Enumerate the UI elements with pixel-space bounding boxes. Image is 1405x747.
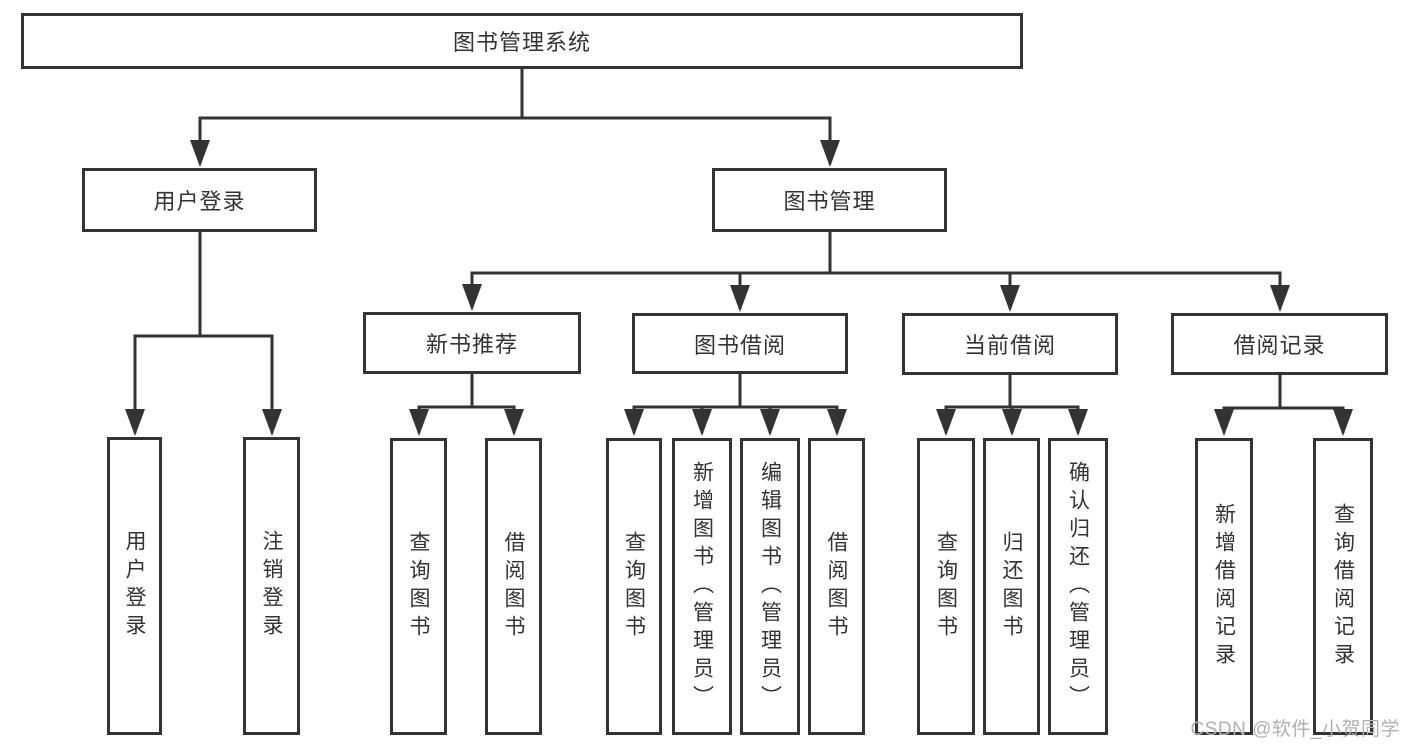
arrowhead-icon: [692, 409, 712, 436]
leaf-record-query-label: 查询借阅记录: [1331, 502, 1355, 671]
leaf-current-confirm-admin: 确认归还（管理员）: [1048, 438, 1108, 735]
arrowhead-icon: [1000, 285, 1020, 312]
connectors-new-book-branch: [409, 374, 524, 436]
node-book-borrow: 图书借阅: [632, 313, 848, 374]
connectors-user-login-branch: [125, 232, 282, 436]
node-book-mgmt: 图书管理: [712, 168, 947, 232]
leaf-newbook-borrow-label: 借阅图书: [502, 530, 525, 643]
leaf-newbook-borrow: 借阅图书: [485, 438, 542, 735]
node-borrow-record-label: 借阅记录: [1233, 333, 1326, 358]
node-book-mgmt-label: 图书管理: [783, 189, 876, 214]
leaf-logout: 注销登录: [243, 437, 300, 735]
leaf-record-add-label: 新增借阅记录: [1212, 502, 1236, 671]
leaf-borrow-book: 借阅图书: [808, 438, 865, 735]
leaf-current-return: 归还图书: [983, 438, 1040, 735]
node-book-borrow-label: 图书借阅: [693, 332, 786, 358]
connectors-root-to-level2: [190, 69, 840, 167]
node-new-book-label: 新书推荐: [425, 332, 518, 357]
arrowhead-icon: [624, 409, 644, 436]
leaf-user-login: 用户登录: [107, 437, 162, 735]
arrowhead-icon: [936, 409, 956, 436]
node-user-login-label: 用户登录: [153, 189, 246, 214]
leaf-current-confirm-admin-label: 确认归还（管理员）: [1066, 460, 1090, 713]
arrowhead-icon: [462, 284, 482, 311]
arrowhead-icon: [760, 409, 780, 436]
arrowhead-icon: [730, 285, 750, 312]
node-root-label: 图书管理系统: [452, 30, 591, 55]
leaf-newbook-query-label: 查询图书: [407, 530, 430, 643]
arrowhead-icon: [190, 140, 210, 167]
arrowhead-icon: [1333, 409, 1353, 436]
leaf-record-add: 新增借阅记录: [1195, 438, 1253, 735]
connectors-current-borrow-branch: [936, 375, 1088, 436]
leaf-current-query-label: 查询图书: [934, 530, 958, 643]
connectors-borrow-record-branch: [1214, 375, 1353, 436]
arrowhead-icon: [1068, 409, 1088, 436]
arrowhead-icon: [827, 409, 847, 436]
leaf-newbook-query: 查询图书: [390, 438, 447, 735]
leaf-logout-label: 注销登录: [260, 530, 283, 642]
leaf-borrow-query-label: 查询图书: [622, 530, 646, 643]
arrowhead-icon: [504, 409, 524, 436]
arrowhead-icon: [820, 140, 840, 167]
arrowhead-icon: [125, 409, 145, 436]
arrowhead-icon: [1214, 409, 1234, 436]
arrowhead-icon: [1270, 285, 1290, 312]
arrowhead-icon: [262, 409, 282, 436]
leaf-borrow-add-admin: 新增图书（管理员）: [672, 438, 732, 735]
leaf-record-query: 查询借阅记录: [1313, 438, 1373, 735]
leaf-borrow-add-admin-label: 新增图书（管理员）: [690, 460, 714, 713]
arrowhead-icon: [1002, 409, 1022, 436]
leaf-borrow-book-label: 借阅图书: [825, 530, 848, 643]
leaf-current-query: 查询图书: [917, 438, 975, 735]
watermark: CSDN @软件_小贺同学: [1191, 714, 1400, 741]
leaf-borrow-query: 查询图书: [606, 438, 662, 735]
leaf-current-return-label: 归还图书: [1000, 530, 1023, 643]
arrowhead-icon: [409, 409, 429, 436]
leaf-borrow-edit-admin: 编辑图书（管理员）: [740, 438, 800, 735]
watermark-text: CSDN @软件_小贺同学: [1190, 719, 1400, 740]
connectors-book-mgmt-to-level3: [462, 232, 1290, 312]
node-user-login: 用户登录: [82, 168, 317, 232]
node-new-book: 新书推荐: [363, 312, 581, 374]
connectors-book-borrow-branch: [624, 374, 847, 436]
node-borrow-record: 借阅记录: [1171, 313, 1388, 375]
leaf-user-login-label: 用户登录: [123, 530, 146, 642]
node-current-borrow: 当前借阅: [902, 313, 1118, 375]
leaf-borrow-edit-admin-label: 编辑图书（管理员）: [758, 460, 782, 713]
node-current-borrow-label: 当前借阅: [963, 333, 1056, 358]
node-root: 图书管理系统: [21, 13, 1023, 69]
